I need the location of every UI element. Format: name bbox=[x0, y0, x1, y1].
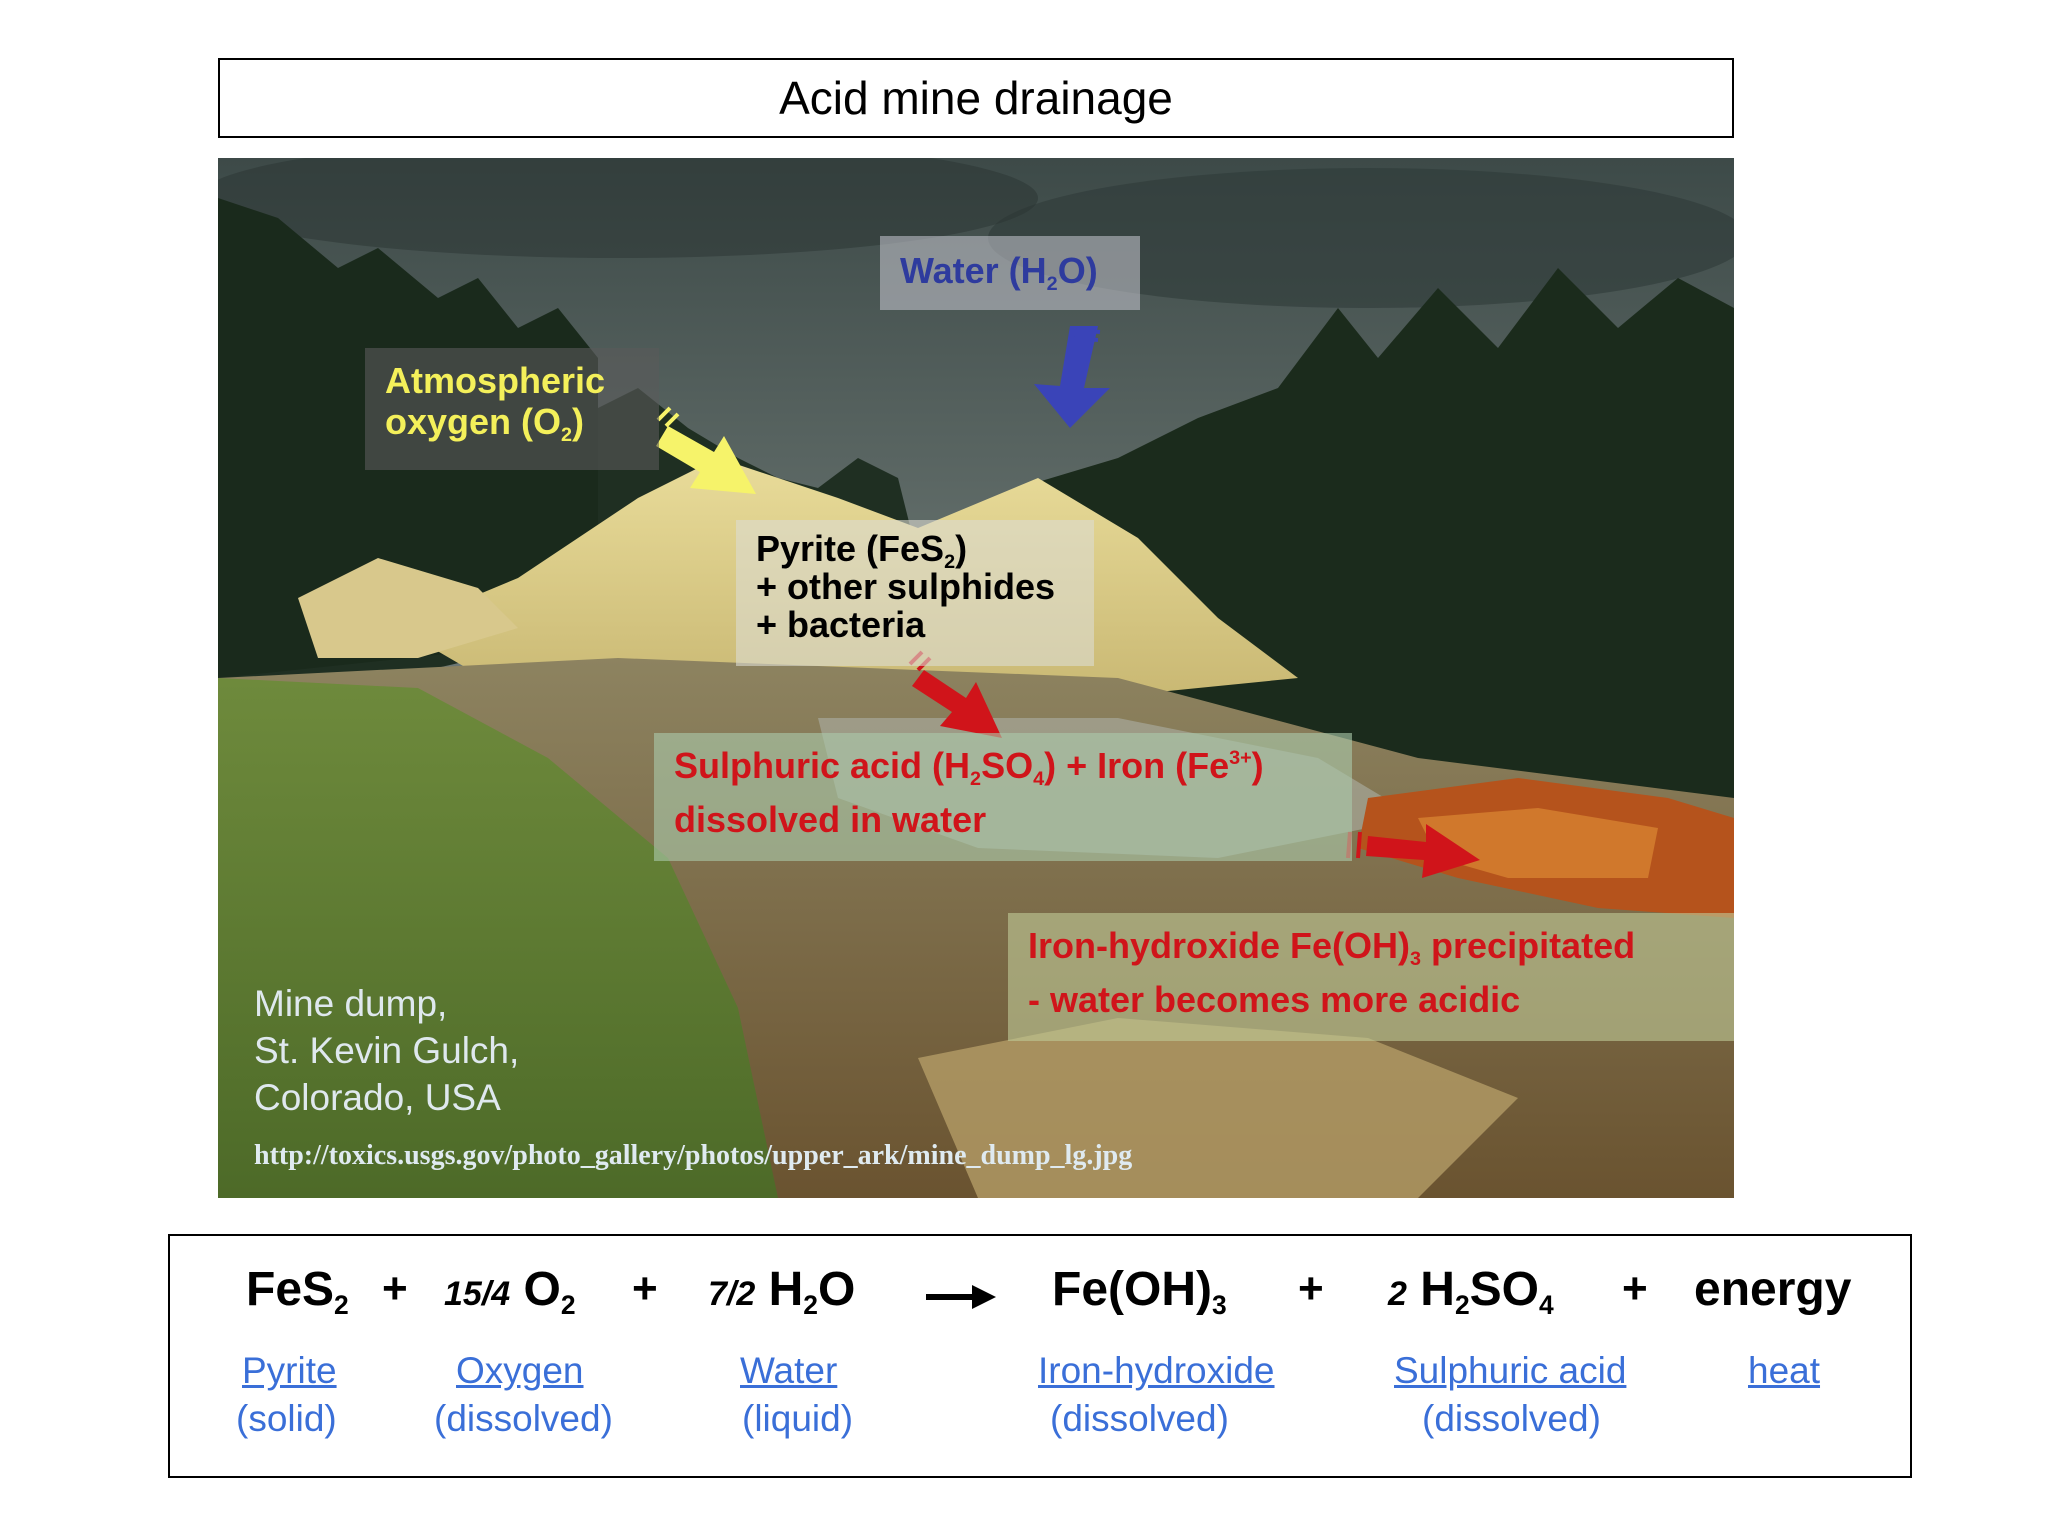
oxygen-formula: 15/4 O2 bbox=[444, 1263, 576, 1321]
plus-sign: + bbox=[382, 1264, 408, 1313]
iron-hydroxide-label: Iron-hydroxide Fe(OH)3 precipitated - wa… bbox=[1008, 913, 1734, 1041]
water-formula: 7/2 H2O bbox=[708, 1263, 856, 1321]
water-arrow-icon bbox=[1034, 326, 1110, 428]
sulphuric-acid-label: Sulphuric acid (H2SO4) + Iron (Fe3+) dis… bbox=[654, 733, 1352, 861]
plus-sign: + bbox=[1298, 1264, 1324, 1313]
arrow-overlay bbox=[656, 326, 1480, 878]
pyrite-formula: FeS2 bbox=[246, 1263, 349, 1321]
sulphuric-acid-link[interactable]: Sulphuric acid bbox=[1394, 1350, 1627, 1391]
source-url[interactable]: http://toxics.usgs.gov/photo_gallery/pho… bbox=[254, 1140, 1133, 1171]
sulphuric-acid-state: (dissolved) bbox=[1422, 1398, 1601, 1439]
mine-dump-photo: Water (H2O) Atmospheric oxygen (O2) Pyri… bbox=[218, 158, 1734, 1198]
slide-title: Acid mine drainage bbox=[218, 58, 1734, 138]
heat-link[interactable]: heat bbox=[1748, 1350, 1821, 1391]
iron-hydroxide-state: (dissolved) bbox=[1050, 1398, 1229, 1439]
pyrite-link[interactable]: Pyrite bbox=[242, 1350, 337, 1391]
iron-hydroxide-link[interactable]: Iron-hydroxide bbox=[1038, 1350, 1275, 1391]
reaction-arrow-icon bbox=[926, 1285, 996, 1309]
pyrite-state: (solid) bbox=[236, 1398, 337, 1439]
water-label: Water (H2O) bbox=[880, 236, 1140, 310]
pyrite-label: Pyrite (FeS2) + other sulphides + bacter… bbox=[736, 520, 1094, 666]
iron-hydroxide-formula: Fe(OH)3 bbox=[1052, 1263, 1227, 1321]
sulphuric-acid-formula: 2 H2SO4 bbox=[1388, 1263, 1554, 1321]
chemical-equation-box: FeS2 + 15/4 O2 + 7/2 H2O Fe(OH)3 + 2 H2S… bbox=[168, 1234, 1912, 1478]
energy-term: energy bbox=[1694, 1263, 1852, 1316]
location-caption: Mine dump, St. Kevin Gulch, Colorado, US… bbox=[254, 983, 520, 1118]
water-state: (liquid) bbox=[742, 1398, 854, 1439]
oxygen-arrow-icon bbox=[656, 406, 756, 494]
water-link[interactable]: Water bbox=[740, 1350, 838, 1391]
oxygen-state: (dissolved) bbox=[434, 1398, 613, 1439]
plus-sign: + bbox=[1622, 1264, 1648, 1313]
oxygen-link[interactable]: Oxygen bbox=[456, 1350, 584, 1391]
atmospheric-oxygen-label: Atmospheric oxygen (O2) bbox=[365, 348, 659, 470]
iron-arrow-icon bbox=[1346, 824, 1480, 878]
plus-sign: + bbox=[632, 1264, 658, 1313]
